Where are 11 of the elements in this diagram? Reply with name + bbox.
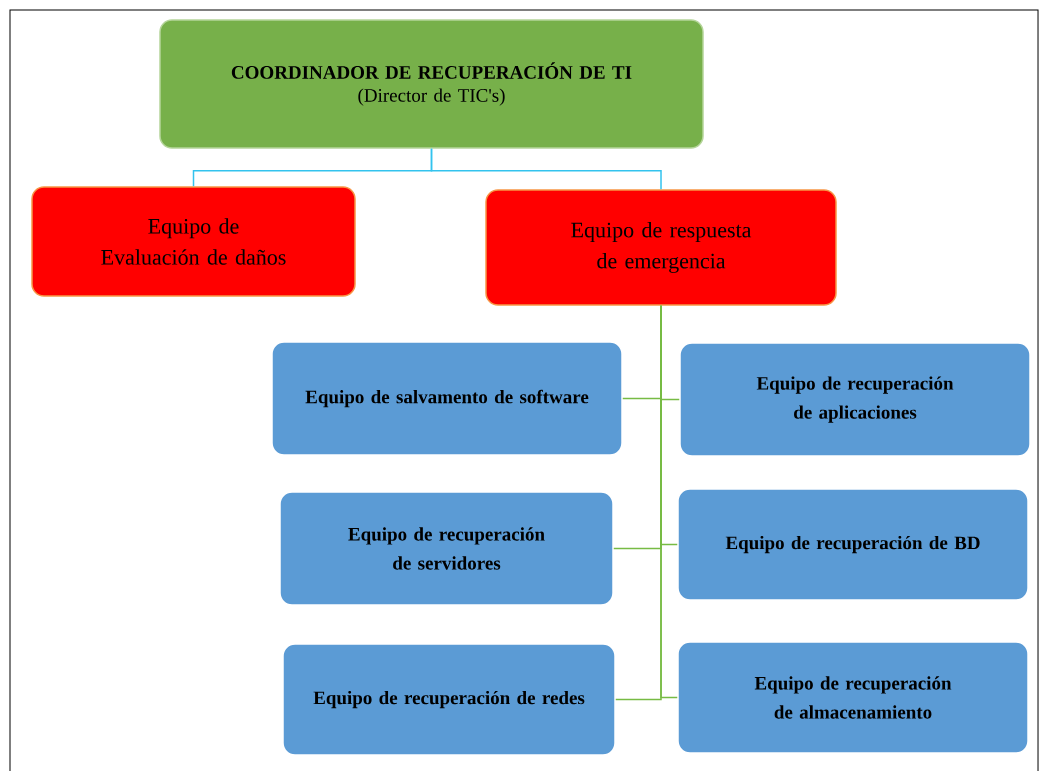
connector-line (430, 148, 662, 190)
team-box: Equipo de recuperación de redes (282, 643, 616, 756)
team-box: Equipo de recuperación de servidores (279, 491, 614, 606)
top-box: COORDINADOR DE RECUPERACIÓN DE TI (Director de TIC's) (159, 19, 704, 149)
connector-line (660, 305, 678, 699)
team-box: Equipo de recuperación de BD (677, 488, 1029, 601)
team-box: Equipo de Evaluación de daños (31, 186, 356, 297)
team-box: Equipo de recuperación de almacenamiento (677, 641, 1029, 754)
team-box: Equipo de recuperación de aplicaciones (679, 342, 1031, 457)
team-box: Equipo de respuesta de emergencia (485, 189, 837, 306)
team-box: Equipo de salvamento de software (271, 341, 623, 456)
